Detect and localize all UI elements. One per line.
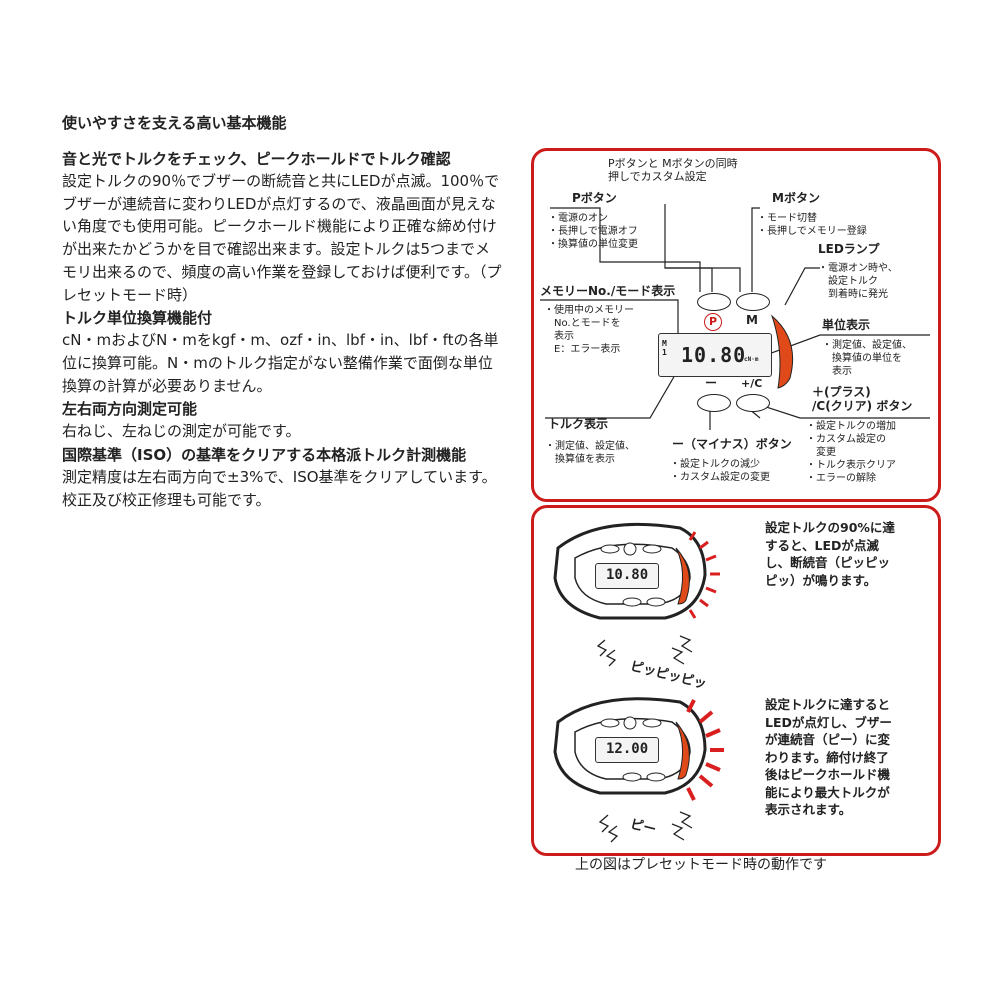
m-button-label: M: [746, 313, 758, 327]
diagram-plus-button-shape: [736, 394, 770, 412]
feature-title-3: 左右両方向測定可能: [62, 400, 198, 419]
lcd-memory-mode: M 1: [662, 339, 667, 357]
minus-title: ー（マイナス）ボタン: [672, 437, 792, 451]
step1-text: 設定トルクの90%に達 すると、LEDが点滅 し、断続音（ピッピッ ピッ）が鳴り…: [765, 520, 895, 588]
memory-desc: ・使用中のメモリー No.とモードを 表示 E：エラー表示: [544, 305, 634, 355]
lcd-step2: 12.00: [595, 737, 659, 763]
pm-combo-note: Pボタンと Mボタンの同時 押しでカスタム設定: [608, 157, 738, 183]
feature-body-4: 測定精度は左右両方向で±3%で、ISO基準をクリアしています。校正及び校正修理も…: [62, 468, 497, 509]
minus-desc: ・設定トルクの減少 ・カスタム設定の変更: [670, 459, 770, 483]
lcd-step1-value: 10.80: [606, 567, 649, 583]
lcd-value: 10.80: [681, 343, 747, 367]
torque-display-title: トルク表示: [548, 417, 609, 431]
lcd-step2-value: 12.00: [606, 741, 649, 757]
lcd-display: M 1 10.80 cN·m: [658, 333, 772, 377]
p-button-desc: ・電源のオン ・長押しで電源オフ ・換算値の単位変更: [548, 213, 638, 250]
device-illustration-1: [553, 522, 720, 667]
led-desc: ・電源オン時や、 設定トルク 到着時に発光: [818, 263, 898, 300]
m-button-desc: ・モード切替 ・長押しでメモリー登録: [757, 213, 867, 237]
p-button-icon: P: [704, 313, 722, 331]
section-heading: 使いやすさを支える高い基本機能: [62, 114, 287, 132]
step2-text: 設定トルクに達すると LEDが点灯し、ブザー が連続音（ピー）に変 わります。締…: [765, 697, 892, 817]
unit-desc: ・測定値、設定値、 換算値の単位を 表示: [822, 340, 912, 377]
feature-title-4: 国際基準（ISO）の基準をクリアする本格派トルク計測機能: [62, 446, 467, 465]
controls-diagram-panel: [531, 148, 941, 502]
feature-text-column: 使いやすさを支える高い基本機能 音と光でトルクをチェック、ピークホールドでトルク…: [62, 112, 502, 512]
minus-button-label: ー: [705, 376, 718, 390]
memory-title: メモリーNo./モード表示: [540, 284, 676, 298]
unit-title: 単位表示: [822, 318, 871, 332]
feature-title-2: トルク単位換算機能付: [62, 309, 213, 328]
torque-display-desc: ・測定値、設定値、 換算値を表示: [545, 441, 635, 465]
plus-clear-desc: ・設定トルクの増加 ・カスタム設定の 変更 ・トルク表示クリア ・エラーの解除: [806, 421, 896, 484]
lcd-unit: cN·m: [744, 356, 759, 363]
plus-button-label: +/C: [741, 377, 763, 390]
operation-caption: 上の図はプレセットモード時の動作です: [575, 857, 827, 873]
m-button-title: Mボタン: [772, 191, 820, 205]
feature-body-1: 設定トルクの90％でブザーの断続音と共にLEDが点滅。100％でブザーが連続音に…: [62, 172, 502, 304]
p-button-title: Pボタン: [572, 191, 617, 205]
plus-clear-title: ＋(プラス) /C(クリア) ボタン: [812, 385, 913, 413]
led-title: LEDランプ: [818, 242, 880, 256]
diagram-minus-button-shape: [697, 394, 731, 412]
feature-body-3: 右ねじ、左ねじの測定が可能です。: [62, 422, 301, 441]
lcd-step1: 10.80: [595, 563, 659, 589]
diagram-p-button-shape: [697, 293, 731, 311]
feature-body-2: cN・mおよびN・mをkgf・m、ozf・in、lbf・in、lbf・ftの各単…: [62, 331, 499, 395]
feature-title-1: 音と光でトルクをチェック、ピークホールドでトルク確認: [62, 150, 451, 168]
diagram-m-button-shape: [736, 293, 770, 311]
